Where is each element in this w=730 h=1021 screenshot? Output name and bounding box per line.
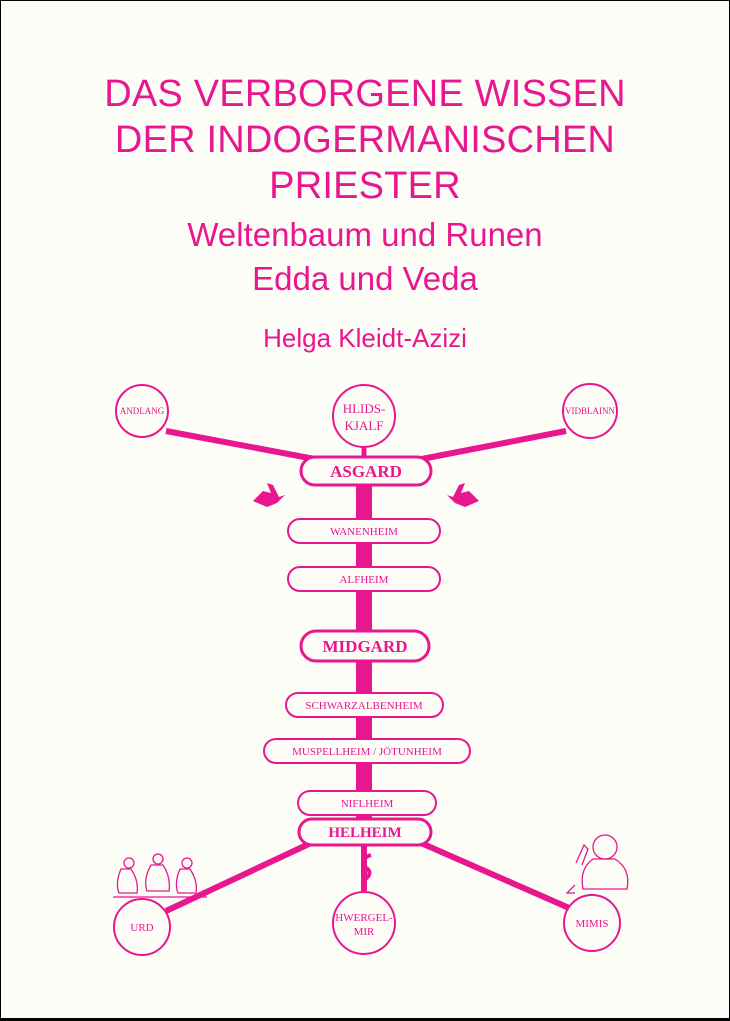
- label-hwergelmir-2: MIR: [354, 926, 375, 938]
- circle-andlang: [115, 384, 169, 438]
- title-line-1: DAS VERBORGENE WISSEN: [104, 73, 626, 115]
- box-schwarzalbenheim: [285, 692, 444, 718]
- box-wanenheim: [287, 518, 441, 544]
- root-urd: [164, 840, 313, 914]
- label-niflheim: NIFLHEIM: [341, 798, 394, 810]
- subtitle-line-1: Weltenbaum und Runen: [187, 216, 543, 253]
- label-helheim: HELHEIM: [328, 825, 401, 841]
- norns-figures-icon: [113, 853, 207, 898]
- box-helheim: [297, 817, 433, 847]
- label-alfheim: ALFHEIM: [340, 574, 389, 586]
- box-niflheim: [297, 790, 437, 816]
- label-schwarzalbenheim: SCHWARZALBENHEIM: [305, 700, 423, 712]
- subtitle-line-2: Edda und Veda: [252, 260, 478, 297]
- box-midgard: [299, 629, 431, 663]
- circle-vidblainn: [562, 383, 618, 439]
- box-asgard: [299, 455, 433, 487]
- root-mimis: [419, 840, 578, 914]
- title-line-3: PRIESTER: [269, 165, 461, 207]
- box-muspellheim: [263, 738, 471, 764]
- label-urd: URD: [130, 922, 153, 934]
- circle-hwergelmir: [332, 891, 396, 955]
- label-midgard: MIDGARD: [323, 637, 408, 656]
- author-name: Helga Kleidt-Azizi: [263, 323, 467, 353]
- label-hlidskjalf-1: HLIDS-: [343, 401, 386, 416]
- box-alfheim: [287, 566, 441, 592]
- circle-urd: [113, 898, 171, 956]
- branch-vidblainn: [400, 428, 567, 466]
- circle-mimis: [563, 894, 621, 952]
- label-hwergelmir-1: HWERGEL-: [335, 912, 393, 924]
- eagle-icon: [357, 609, 371, 624]
- label-andlang: ANDLANG: [120, 406, 165, 416]
- label-asgard: ASGARD: [330, 462, 402, 481]
- bird-icon: [253, 483, 285, 507]
- mimir-figure-icon: [565, 834, 629, 894]
- label-muspellheim: MUSPELLHEIM / JÖTUNHEIM: [292, 746, 442, 758]
- label-hlidskjalf-2: KJALF: [344, 418, 383, 433]
- label-wanenheim: WANENHEIM: [330, 526, 398, 538]
- bird-icon: [447, 483, 479, 507]
- circle-hlidskjalf: [332, 384, 396, 448]
- label-mimis: MIMIS: [575, 918, 608, 930]
- label-vidblainn: VIDBLAINN: [565, 406, 615, 416]
- serpent-icon: [361, 853, 372, 883]
- title-line-2: DER INDOGERMANISCHEN: [114, 119, 616, 161]
